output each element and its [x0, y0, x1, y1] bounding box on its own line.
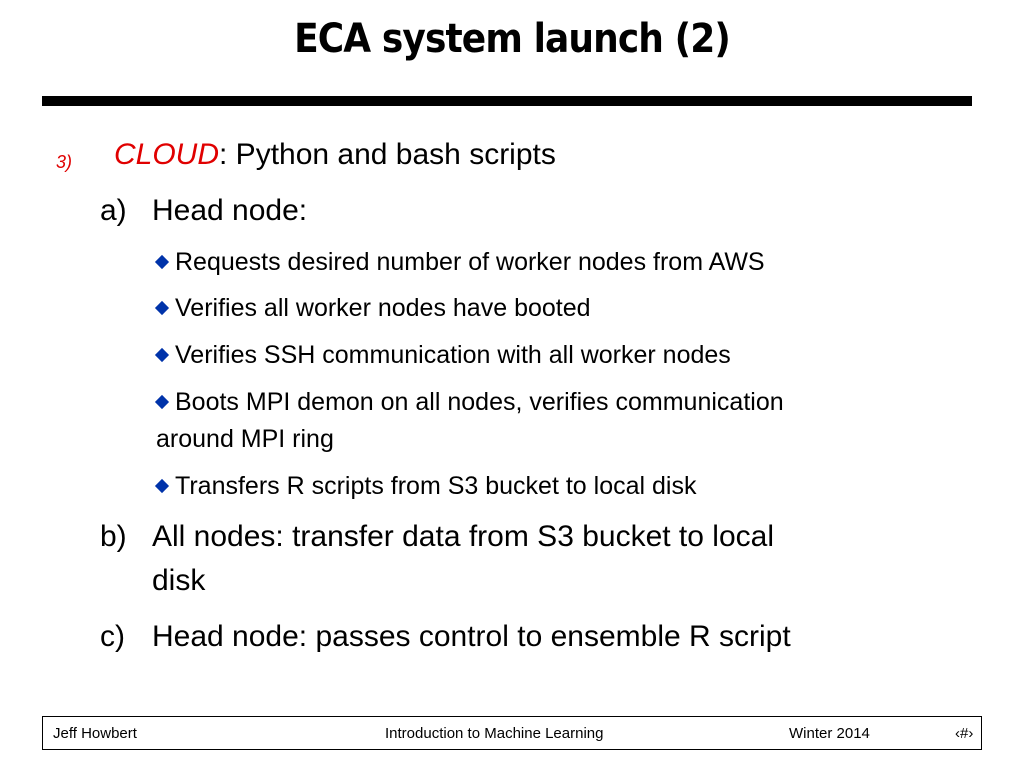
sub-item-a-text: Head node:	[152, 194, 308, 227]
item-3-number: 3)	[56, 152, 73, 172]
diamond-bullet-icon	[154, 254, 170, 269]
diamond-bullet-icon	[154, 478, 170, 493]
bullet-item: Boots MPI demon on all nodes, verifies c…	[152, 388, 784, 417]
sub-item-b-label: b)	[100, 520, 127, 553]
cloud-keyword: CLOUD	[114, 138, 220, 171]
bullet-item: Verifies SSH communication with all work…	[152, 341, 731, 370]
bullet-item: Verifies all worker nodes have booted	[152, 294, 591, 323]
bullet-text: Boots MPI demon on all nodes, verifies c…	[175, 388, 784, 416]
footer-page-number: ‹#›	[955, 725, 974, 742]
sub-item-c-label: c)	[100, 620, 125, 653]
diamond-bullet-icon	[154, 300, 170, 315]
title-underline	[42, 96, 972, 106]
sub-item-a-label: a)	[100, 194, 127, 227]
bullet-item: Requests desired number of worker nodes …	[152, 248, 765, 277]
diamond-bullet-icon	[154, 394, 170, 409]
bullet-text: Requests desired number of worker nodes …	[175, 248, 765, 276]
slide-footer: Jeff Howbert Introduction to Machine Lea…	[42, 716, 982, 750]
footer-author: Jeff Howbert	[53, 725, 137, 742]
bullet-continuation: around MPI ring	[156, 425, 334, 453]
item-3-rest: : Python and bash scripts	[219, 138, 556, 171]
sub-item-b-text: All nodes: transfer data from S3 bucket …	[152, 520, 774, 553]
footer-term: Winter 2014	[789, 725, 870, 742]
bullet-text: Verifies SSH communication with all work…	[175, 341, 731, 369]
bullet-text: Verifies all worker nodes have booted	[175, 294, 591, 322]
diamond-bullet-icon	[154, 347, 170, 362]
sub-item-c-text: Head node: passes control to ensemble R …	[152, 620, 791, 653]
bullet-text: Transfers R scripts from S3 bucket to lo…	[175, 472, 697, 500]
item-3-text: CLOUD: Python and bash scripts	[114, 138, 556, 172]
slide-title: ECA system launch (2)	[294, 16, 731, 62]
sub-item-b-continuation: disk	[152, 564, 206, 597]
bullet-item: Transfers R scripts from S3 bucket to lo…	[152, 472, 696, 501]
footer-course: Introduction to Machine Learning	[385, 725, 604, 742]
